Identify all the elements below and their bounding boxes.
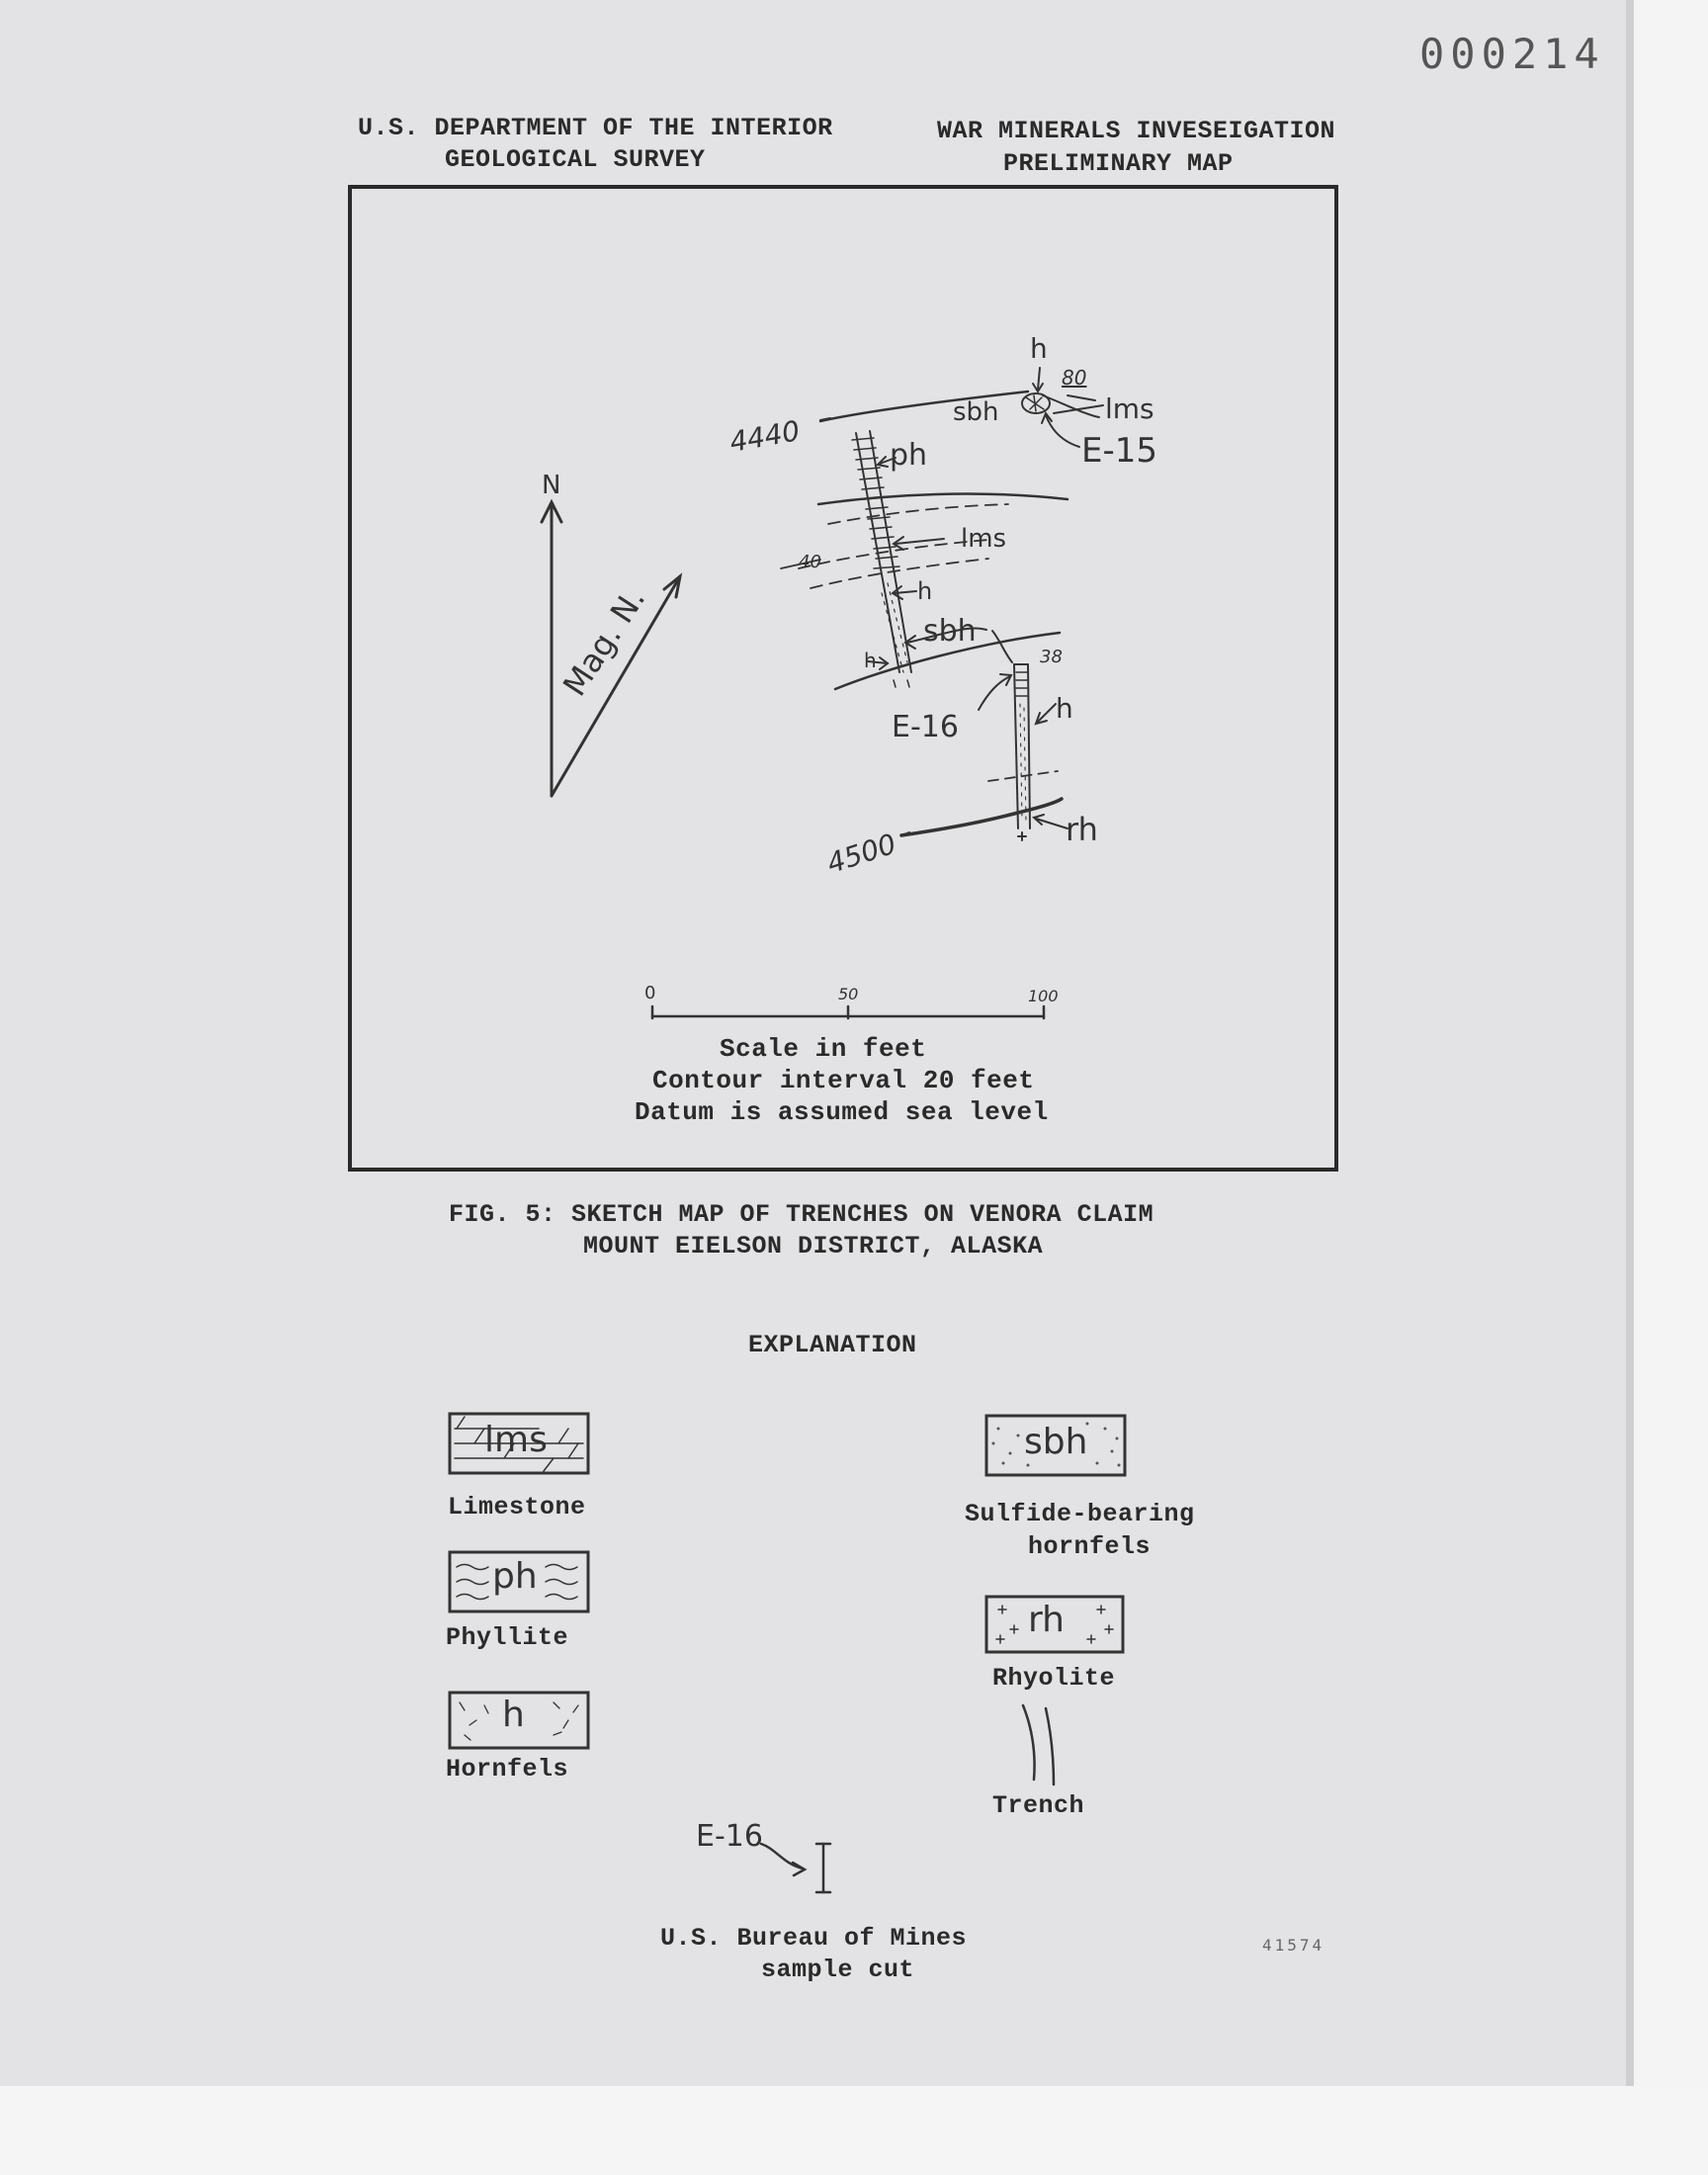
north-arrow-icon — [540, 498, 563, 798]
map-label-h-left: h — [864, 649, 877, 672]
lower-trench — [1013, 663, 1031, 829]
hornfels-symbol-box — [448, 1691, 590, 1750]
document-sheet — [0, 0, 1626, 2086]
scan-margin — [0, 2086, 1708, 2175]
figure-caption-line1: FIG. 5: SKETCH MAP OF TRENCHES ON VENORA… — [449, 1200, 1154, 1229]
scale-bar — [650, 1004, 1046, 1020]
scale-tick-50: 50 — [838, 985, 859, 1003]
scale-tick-0: 0 — [644, 983, 656, 1003]
phyllite-symbol-text: ph — [492, 1556, 538, 1597]
map-label-sbh-mid: sbh — [923, 614, 977, 649]
trench-label: Trench — [992, 1791, 1085, 1820]
limestone-symbol-box — [448, 1412, 590, 1475]
phyllite-label: Phyllite — [446, 1623, 569, 1652]
hornfels-symbol-text: h — [502, 1695, 525, 1735]
scale-tick-100: 100 — [1028, 987, 1059, 1005]
map-label-lms-mid: lms — [961, 524, 1007, 554]
e15-sample-pit — [1021, 392, 1051, 414]
figure-caption-line2: MOUNT EIELSON DISTRICT, ALASKA — [583, 1232, 1044, 1261]
limestone-symbol-text: lms — [484, 1420, 548, 1460]
magnetic-north-arrow-icon — [550, 572, 683, 798]
datum-note: Datum is assumed sea level — [635, 1097, 1049, 1127]
map-label-lms-top: lms — [1105, 392, 1154, 425]
map-label-dip-38: 38 — [1040, 647, 1063, 667]
map-label-dip-40: 40 — [799, 552, 821, 572]
map-label-sbh-top: sbh — [953, 397, 999, 427]
sulfide-label-line1: Sulfide-bearing — [965, 1500, 1195, 1528]
rhyolite-symbol-box — [984, 1595, 1125, 1654]
contour-4440-line — [818, 390, 1030, 423]
map-label-h-right: h — [1056, 692, 1073, 725]
scale-title: Scale in feet — [720, 1034, 927, 1064]
explanation-title: EXPLANATION — [748, 1331, 917, 1359]
header-investigation: WAR MINERALS INVESEIGATION — [937, 117, 1336, 145]
map-label-h-mid: h — [917, 577, 933, 605]
map-label-e16: E-16 — [892, 710, 959, 744]
rhyolite-symbol-text: rh — [1028, 1600, 1065, 1640]
sulfide-label-line2: hornfels — [1028, 1532, 1152, 1561]
sulfide-stipple — [991, 1422, 1121, 1467]
map-label-e15: E-15 — [1081, 431, 1158, 471]
sheet-edge — [1626, 0, 1634, 2086]
map-label-rh: rh — [1066, 811, 1098, 848]
map-label-h-top: h — [1030, 332, 1048, 365]
footer-catalog-number: 41574 — [1262, 1936, 1325, 1955]
hornfels-label: Hornfels — [446, 1755, 569, 1784]
map-label-dip-80: 80 — [1062, 366, 1087, 390]
sample-cut-label-line1: U.S. Bureau of Mines — [660, 1924, 968, 1953]
contour-4500-line — [899, 797, 1064, 837]
map-label-ph: ph — [890, 438, 928, 473]
rhyolite-label: Rhyolite — [992, 1664, 1116, 1693]
sample-cut-symbol-text: E-16 — [696, 1819, 763, 1854]
document-number-stamp: 000214 — [1419, 30, 1605, 78]
sample-cut-symbol-icon — [759, 1842, 832, 1894]
header-survey: GEOLOGICAL SURVEY — [445, 145, 706, 174]
sample-cut-label-line2: sample cut — [761, 1956, 915, 1984]
north-label: N — [542, 471, 561, 500]
trench-symbol-icon — [1021, 1703, 1056, 1786]
limestone-label: Limestone — [448, 1493, 586, 1522]
upper-trench — [851, 430, 912, 688]
sulfide-hornfels-symbol-box — [984, 1414, 1127, 1477]
phyllite-symbol-box — [448, 1550, 590, 1613]
header-preliminary-map: PRELIMINARY MAP — [1003, 149, 1234, 178]
sulfide-symbol-text: sbh — [1024, 1422, 1088, 1462]
header-department: U.S. DEPARTMENT OF THE INTERIOR — [358, 114, 833, 142]
contour-interval-note: Contour interval 20 feet — [652, 1066, 1035, 1095]
map-frame — [348, 185, 1338, 1172]
